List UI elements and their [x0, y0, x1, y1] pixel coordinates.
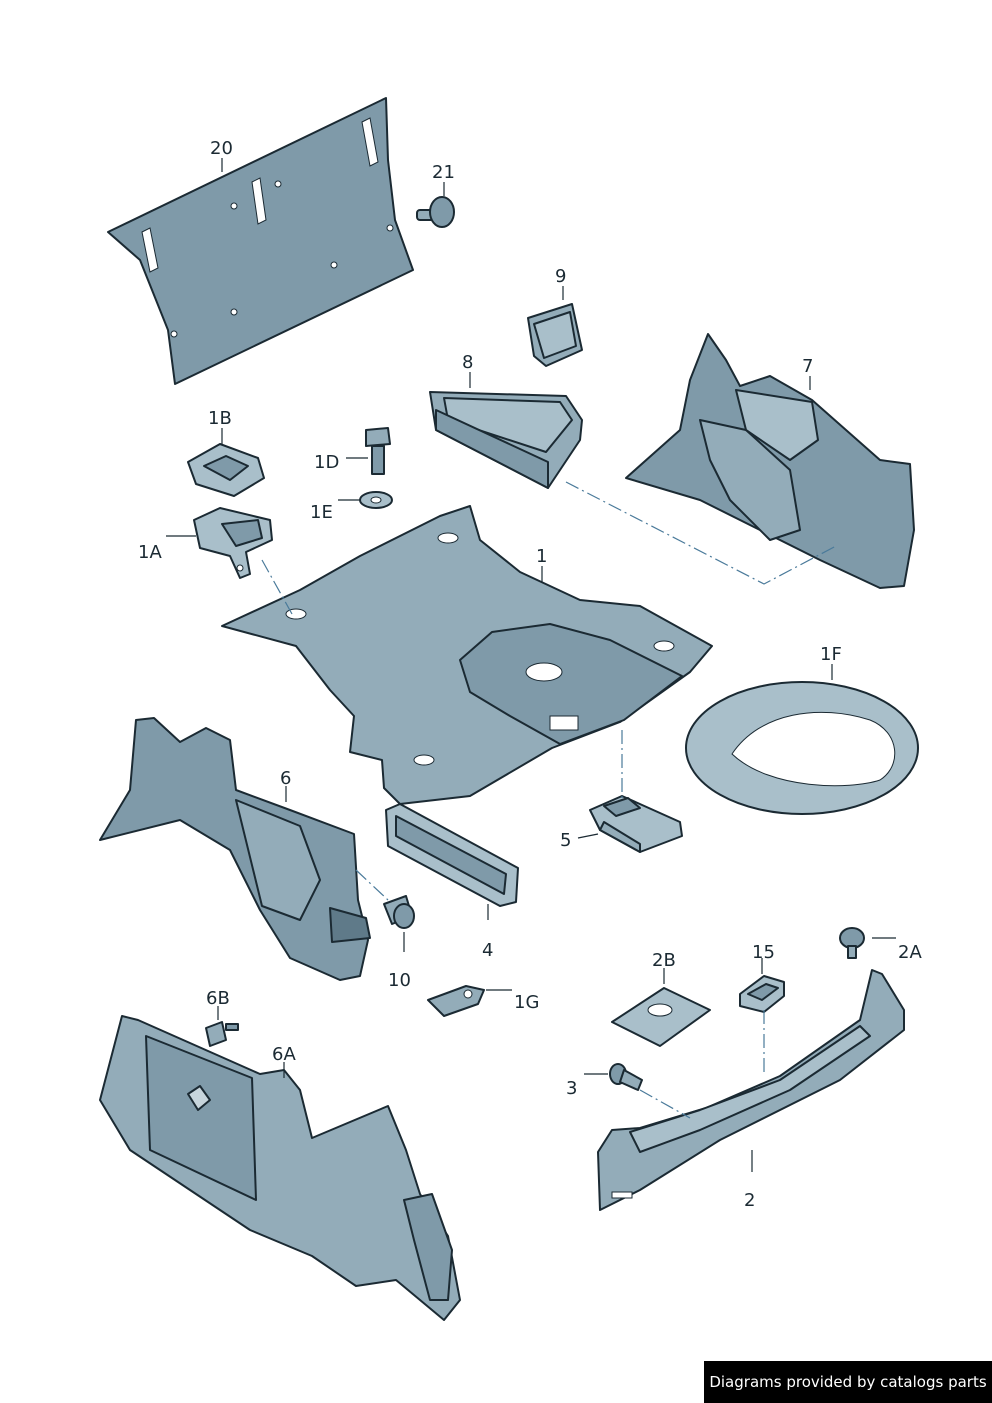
label-5: 5: [560, 830, 571, 851]
label-6B: 6B: [206, 988, 230, 1009]
part-5-holder[interactable]: [589, 795, 683, 853]
part-1D-bolt[interactable]: [365, 427, 391, 475]
part-1G-tag[interactable]: [427, 985, 485, 1017]
part-7-trim[interactable]: [625, 333, 915, 589]
label-1B: 1B: [208, 408, 232, 429]
label-6A: 6A: [272, 1044, 296, 1065]
label-9: 9: [555, 266, 566, 287]
part-6A-trim[interactable]: [99, 1015, 461, 1321]
label-7: 7: [802, 356, 813, 377]
part-4-vent[interactable]: [385, 803, 519, 907]
label-1D: 1D: [314, 452, 339, 473]
part-9-cap[interactable]: [527, 303, 583, 367]
part-1F-ring[interactable]: [685, 681, 919, 815]
label-1G: 1G: [514, 992, 539, 1013]
label-15: 15: [752, 942, 775, 963]
part-6B-clip[interactable]: [205, 1021, 239, 1047]
label-10: 10: [388, 970, 411, 991]
part-2A-clip[interactable]: [839, 927, 865, 959]
part-8-tray[interactable]: [429, 391, 583, 489]
assembly-lines: [261, 481, 837, 1119]
part-20-panel[interactable]: [107, 97, 414, 385]
part-1B-eye[interactable]: [187, 443, 265, 497]
part-1A-bracket[interactable]: [193, 507, 273, 579]
label-3: 3: [566, 1078, 577, 1099]
part-1-floor-mat[interactable]: [221, 505, 713, 805]
label-1: 1: [536, 546, 547, 567]
part-15-clip[interactable]: [739, 975, 785, 1013]
label-1E: 1E: [310, 502, 333, 523]
label-2B: 2B: [652, 950, 676, 971]
label-1A: 1A: [138, 542, 162, 563]
label-2: 2: [744, 1190, 755, 1211]
label-8: 8: [462, 352, 473, 373]
label-20: 20: [210, 138, 233, 159]
part-6-trim[interactable]: [99, 717, 371, 981]
part-21-clip[interactable]: [416, 196, 455, 228]
part-2-sill[interactable]: [597, 969, 905, 1211]
label-21: 21: [432, 162, 455, 183]
label-4: 4: [482, 940, 493, 961]
label-2A: 2A: [898, 942, 922, 963]
label-6: 6: [280, 768, 291, 789]
footer-attribution: Diagrams provided by catalogs parts: [704, 1361, 992, 1403]
part-3-screw[interactable]: [609, 1063, 643, 1091]
part-2B-bracket[interactable]: [611, 987, 711, 1047]
part-1E-washer[interactable]: [359, 491, 393, 509]
part-10-clip[interactable]: [383, 895, 415, 929]
label-1F: 1F: [820, 644, 842, 665]
